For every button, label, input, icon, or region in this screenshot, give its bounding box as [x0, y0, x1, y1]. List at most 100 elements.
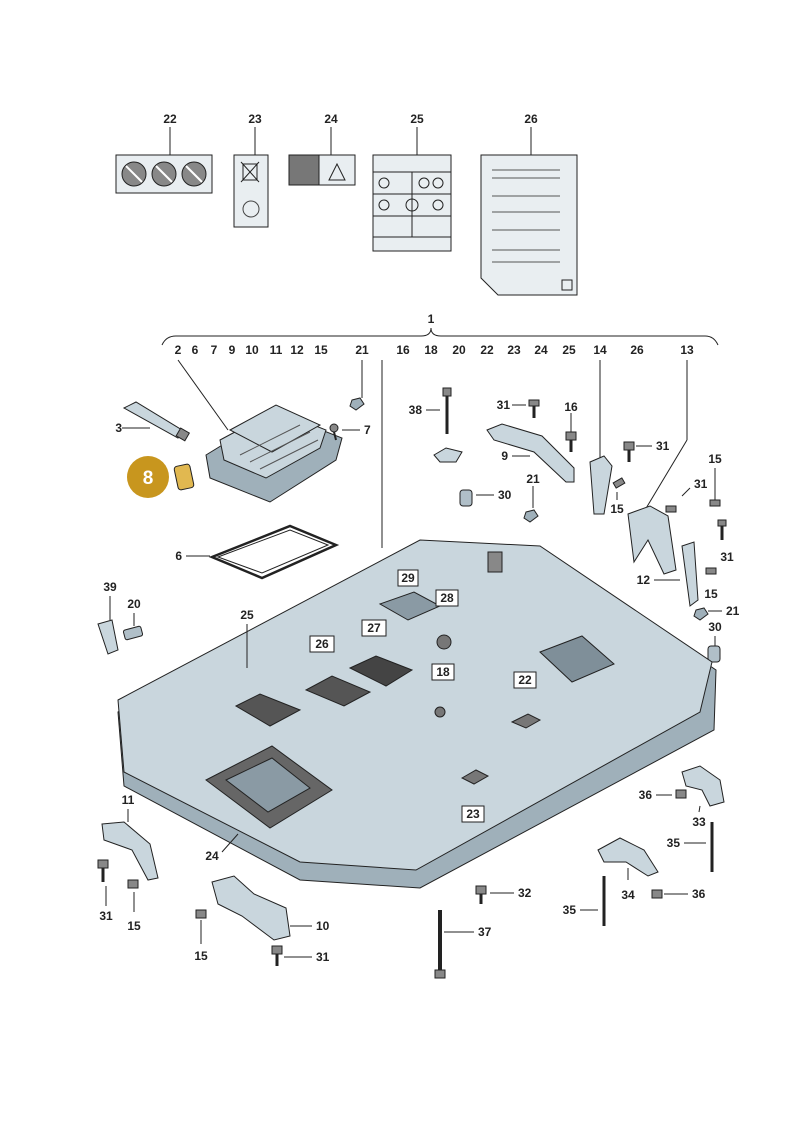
bracket-34: 34: [597, 837, 659, 902]
callout-7: 7: [364, 423, 371, 437]
callout-8: 8: [143, 468, 154, 489]
spacer-30-right: 30: [707, 620, 722, 663]
callout-15-lower: 15: [194, 949, 208, 963]
callout-30-right: 30: [708, 620, 722, 634]
callout-22: 22: [518, 673, 532, 687]
callout-32: 32: [518, 886, 532, 900]
tray-callout-26: 26: [309, 635, 335, 653]
callout-20: 20: [127, 597, 141, 611]
bolt-35-a: 35: [667, 822, 714, 872]
callout-28: 28: [440, 591, 454, 605]
callout-3: 3: [115, 421, 122, 435]
tray-callout-18: 18: [431, 663, 455, 681]
bracket-11: 11: [101, 793, 159, 881]
bolt-36-b: 36: [651, 887, 706, 901]
callout-25-top: 25: [410, 112, 424, 126]
callout-15-b: 15: [708, 452, 722, 466]
bracket-14: [589, 455, 613, 515]
tray-callout-25: 25: [240, 608, 254, 668]
callout-36-a: 36: [639, 788, 653, 802]
callout-23-top: 23: [248, 112, 262, 126]
callout-11: 11: [122, 793, 135, 807]
bolt-31-c: 31: [665, 477, 708, 513]
tray-callout-28: 28: [435, 589, 459, 607]
callout-29: 29: [401, 571, 415, 585]
row-label-22: 22: [480, 343, 494, 357]
bolt-35-b: 35: [563, 876, 606, 926]
callout-31-d: 31: [720, 550, 734, 564]
label-row: 2 6 7 9 10 11 12 15 21 16 18 20 22 23 24…: [175, 343, 694, 357]
callout-37: 37: [478, 925, 492, 939]
callout-21-right: 21: [726, 604, 740, 618]
label-22-sticker: 22: [115, 112, 213, 194]
callout-23: 23: [466, 807, 480, 821]
bolt-32: 32: [475, 885, 532, 904]
battery-tray-1: [117, 539, 717, 889]
bolt-31-b: 31: [623, 439, 670, 462]
bolt-31-a: 31: [497, 398, 540, 418]
callout-6: 6: [175, 549, 182, 563]
row-label-23: 23: [507, 343, 521, 357]
bolt-38: 38: [409, 387, 463, 463]
nut-21-mid: 21: [523, 472, 540, 523]
callout-22-top: 22: [163, 112, 177, 126]
callout-26-top: 26: [524, 112, 538, 126]
row-label-20: 20: [452, 343, 466, 357]
callout-35-b: 35: [563, 903, 577, 917]
row-label-25: 25: [562, 343, 576, 357]
label-24-sticker: 24: [288, 112, 356, 186]
callout-36-b: 36: [692, 887, 706, 901]
highlight-8-badge[interactable]: 8: [127, 456, 195, 498]
tray-callout-23: 23: [461, 805, 485, 823]
callout-26: 26: [315, 637, 329, 651]
callout-35-a: 35: [667, 836, 681, 850]
row-label-10: 10: [245, 343, 259, 357]
callout-31-a: 31: [497, 398, 511, 412]
callout-15-left: 15: [127, 919, 141, 933]
spacer-30-top: 30: [459, 488, 512, 507]
callout-34: 34: [621, 888, 635, 902]
row-label-16: 16: [396, 343, 410, 357]
tray-callout-29: 29: [397, 569, 419, 587]
row-label-14: 14: [593, 343, 607, 357]
nut-21-right: 21: [693, 604, 740, 621]
bracket-12: 12: [627, 505, 699, 607]
bolt-15-b: 15: [708, 452, 722, 507]
callout-38: 38: [409, 403, 423, 417]
bolt-37: 37: [434, 910, 492, 979]
bolt-15-a: 15: [610, 477, 626, 516]
bolt-31-lower: 31: [271, 945, 330, 966]
bracket-33: 33: [681, 765, 725, 829]
row-label-26: 26: [630, 343, 644, 357]
tray-callout-24: 24: [205, 833, 239, 863]
callout-30-top: 30: [498, 488, 512, 502]
bracket-9: 9: [486, 423, 575, 483]
row-label-18: 18: [424, 343, 438, 357]
row-label-13: 13: [680, 343, 694, 357]
callout-21-mid: 21: [526, 472, 540, 486]
callout-27: 27: [367, 621, 381, 635]
row-label-2: 2: [175, 343, 182, 357]
row-label-11: 11: [270, 343, 283, 357]
gasket-6: 6: [175, 524, 340, 580]
row-label-6: 6: [192, 343, 199, 357]
screw-7: 7: [329, 423, 371, 441]
tray-callout-22: 22: [513, 671, 537, 689]
callout-25: 25: [240, 608, 254, 622]
connector-20: 20: [122, 597, 144, 641]
connector-39: 39: [97, 580, 119, 655]
callout-24-top: 24: [324, 112, 338, 126]
callout-15-a: 15: [610, 502, 624, 516]
callout-16: 16: [564, 400, 578, 414]
bolt-36-a: 36: [639, 788, 687, 802]
label-26-sticker: 26: [480, 112, 578, 296]
bolt-31-left: 31: [97, 859, 113, 923]
sealant-tube-3: 3: [115, 401, 191, 442]
callout-31-c: 31: [694, 477, 708, 491]
bolt-15-left: 15: [127, 879, 141, 933]
assembly-bracket: 1: [161, 312, 719, 346]
row-label-12: 12: [290, 343, 304, 357]
row-label-7: 7: [211, 343, 218, 357]
label-23-sticker: 23: [233, 112, 269, 228]
